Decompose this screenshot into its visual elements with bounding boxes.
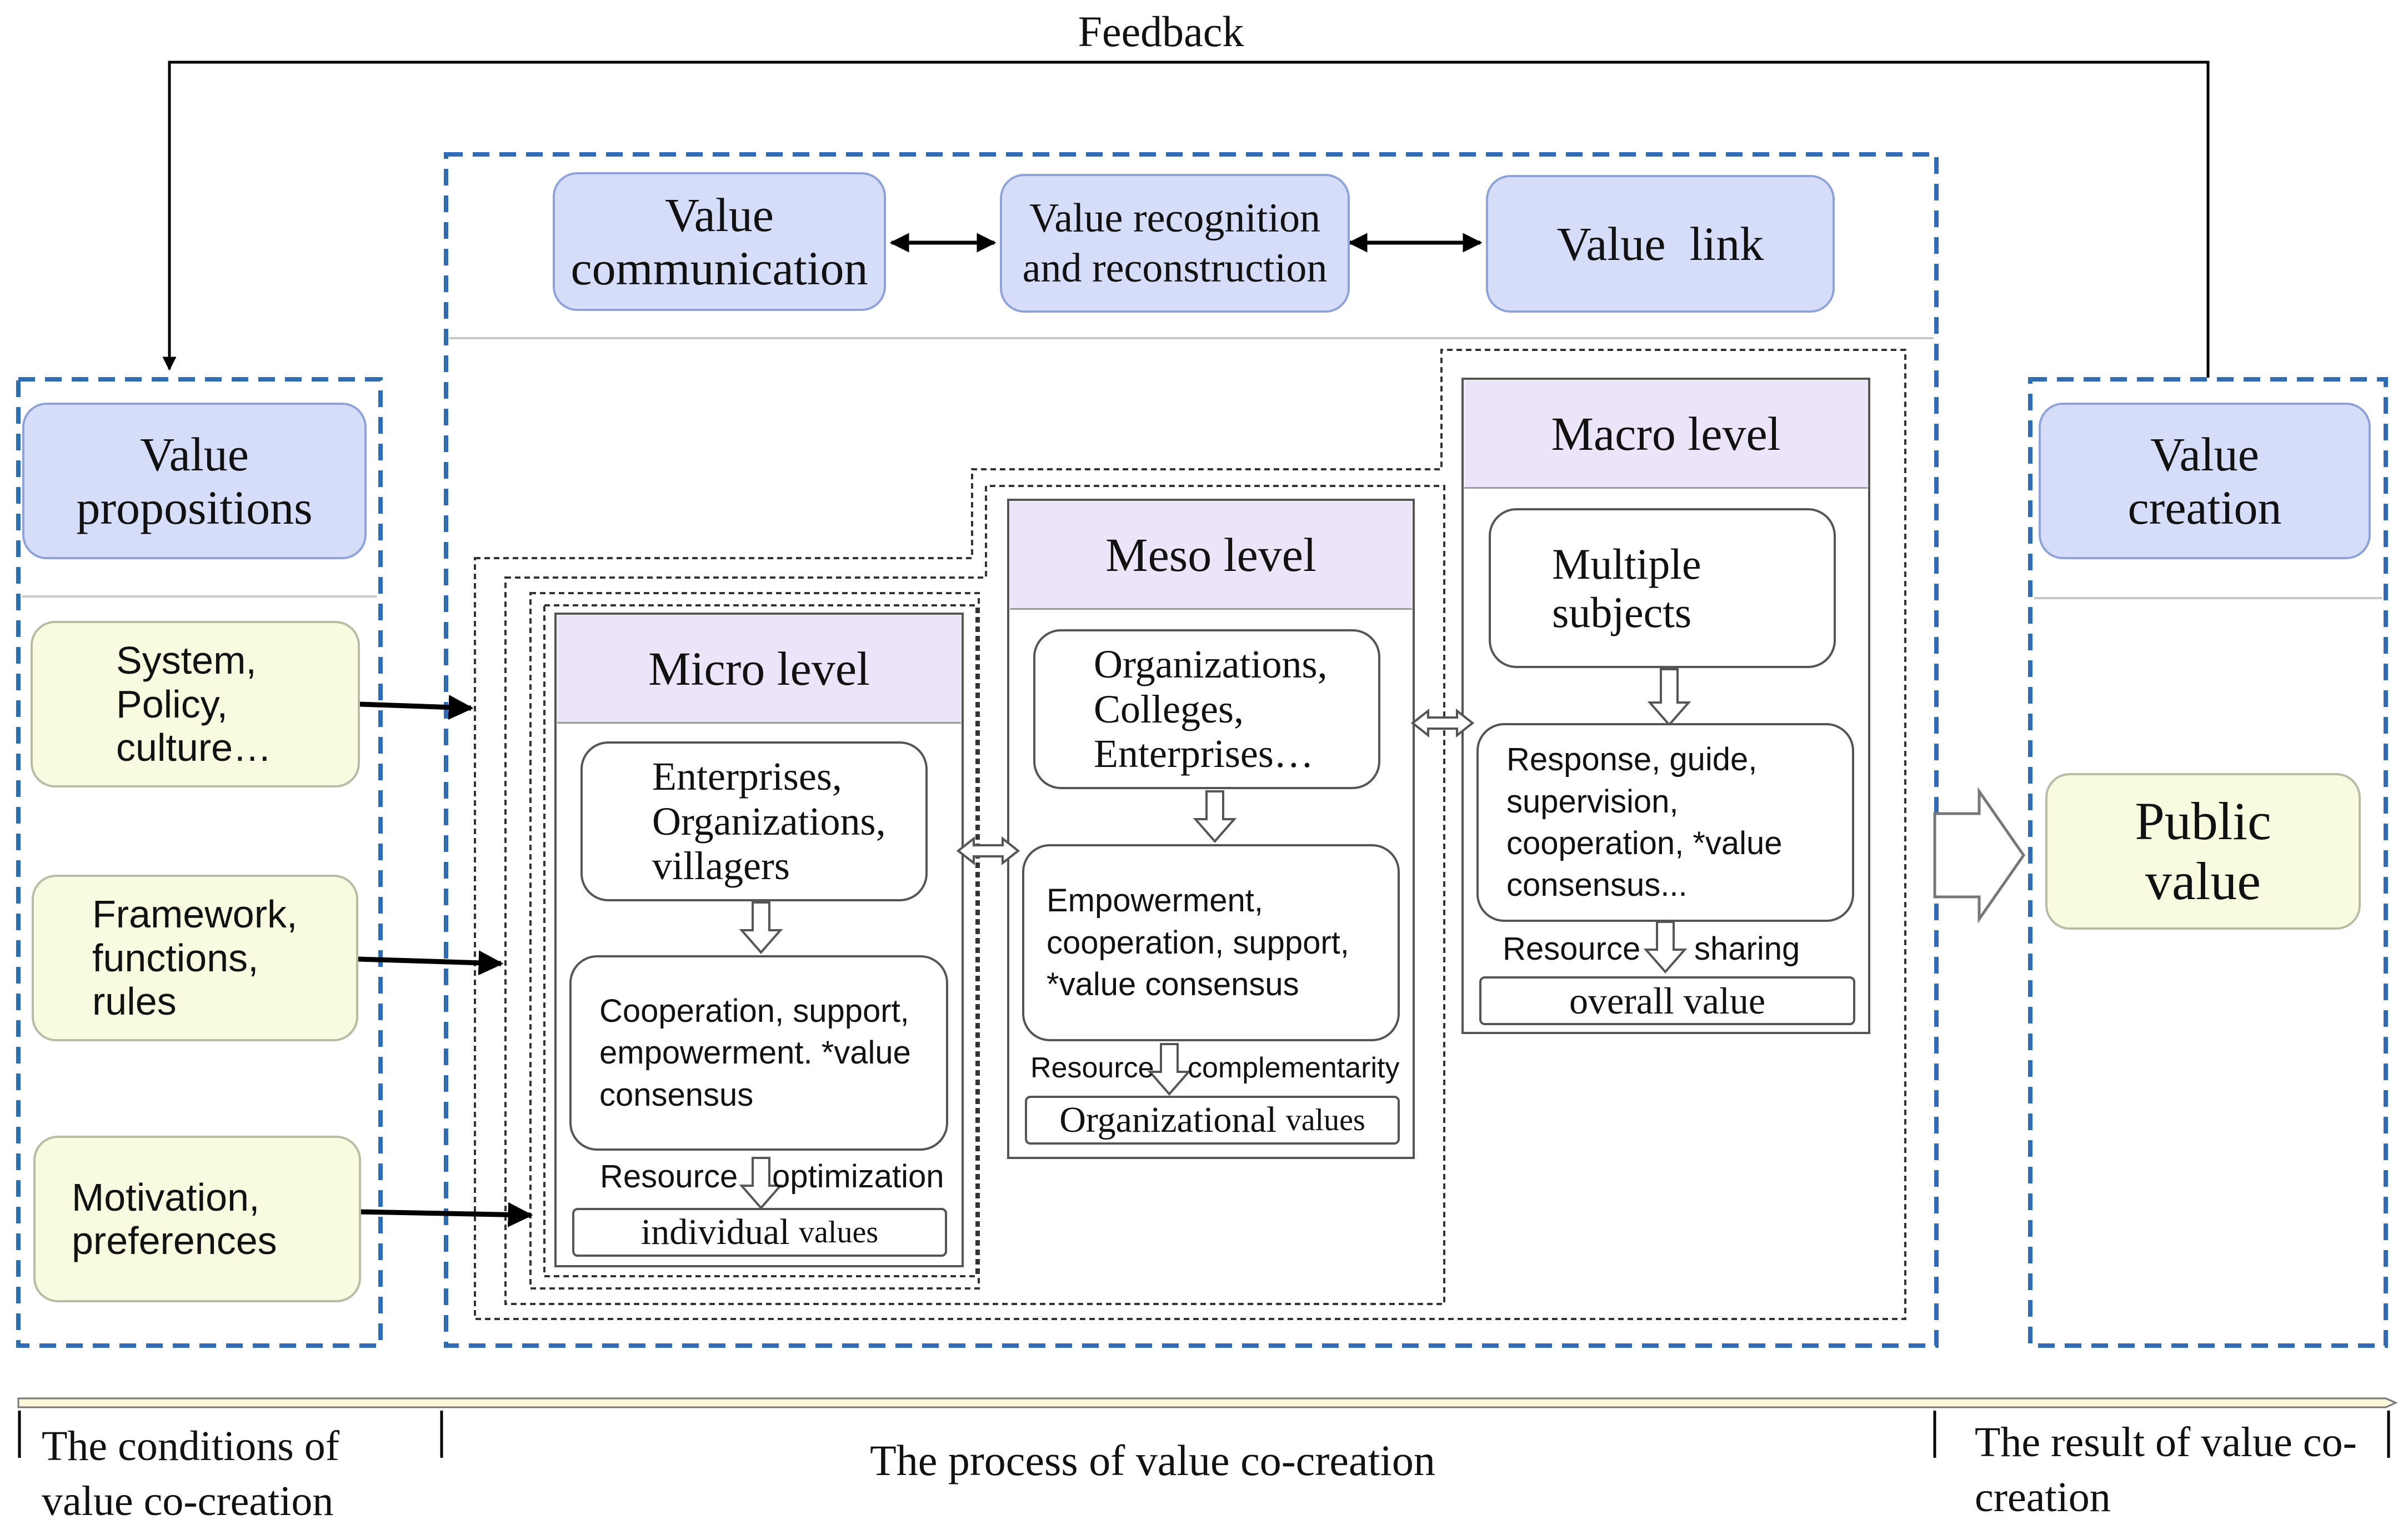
macro-subjects-box: Multiple subjects bbox=[1489, 508, 1836, 668]
process-panel-border bbox=[444, 152, 1939, 1348]
conditions-separator bbox=[22, 595, 377, 598]
feedback-loop bbox=[162, 61, 2210, 378]
timeline-process-label: The process of value co-creation bbox=[870, 1436, 1435, 1484]
arrow-framework-to-process bbox=[358, 950, 504, 976]
arrow-system-to-process bbox=[359, 695, 474, 720]
hollow-down-arrow-macro-2 bbox=[1643, 921, 1688, 974]
micro-scope-border-inner bbox=[543, 604, 978, 1277]
hollow-down-arrow-micro-2 bbox=[739, 1157, 783, 1210]
micro-resource-label: Resource bbox=[600, 1158, 738, 1195]
value-recognition-box: Value recognition and reconstruction bbox=[1000, 174, 1350, 313]
macro-actions-box: Response, guide, supervision, cooperatio… bbox=[1476, 723, 1854, 922]
micro-subjects-box: Enterprises, Organizations, villagers bbox=[580, 741, 928, 901]
meso-values-box: Organizational values bbox=[1025, 1096, 1400, 1145]
hollow-down-arrow-meso-2 bbox=[1147, 1043, 1192, 1096]
value-creation-box: Value creation bbox=[2039, 403, 2371, 559]
micro-optimization-label: optimization bbox=[772, 1158, 944, 1195]
meso-actions-box: Empowerment, cooperation, support, *valu… bbox=[1022, 844, 1400, 1041]
macro-frame bbox=[1461, 378, 1870, 1034]
meso-frame bbox=[1007, 499, 1415, 1159]
value-propositions-box: Value propositions bbox=[22, 403, 367, 559]
macro-level-title: Macro level bbox=[1464, 380, 1868, 489]
condition-framework-functions-rules: Framework, functions, rules bbox=[32, 875, 358, 1041]
macro-sharing-label: sharing bbox=[1694, 931, 1800, 967]
value-communication-box: Value communication bbox=[553, 172, 886, 311]
big-hollow-arrow-to-result bbox=[1933, 787, 2026, 924]
meso-subjects-box: Organizations, Colleges, Enterprises… bbox=[1033, 629, 1380, 789]
timeline-arrow bbox=[17, 1397, 2398, 1458]
hollow-double-arrow-meso-macro bbox=[1410, 708, 1475, 738]
arrow-motivation-to-micro bbox=[359, 1202, 533, 1227]
condition-motivation-preferences: Motivation, preferences bbox=[33, 1136, 361, 1302]
hollow-down-arrow-micro-1 bbox=[739, 901, 783, 955]
hollow-down-arrow-meso-1 bbox=[1193, 790, 1237, 844]
public-value-box: Public value bbox=[2045, 773, 2361, 930]
meso-resource-label: Resource bbox=[1030, 1052, 1154, 1084]
value-link-box: Value link bbox=[1486, 175, 1835, 313]
meso-value-suffix: values bbox=[1285, 1102, 1365, 1137]
timeline-conditions-label: The conditions of value co-creation bbox=[42, 1423, 340, 1524]
micro-frame bbox=[554, 613, 964, 1267]
hollow-down-arrow-macro-1 bbox=[1647, 668, 1691, 727]
feedback-label: Feedback bbox=[1078, 7, 1244, 56]
macro-resource-label: Resource bbox=[1503, 931, 1641, 967]
micro-values-box: individual values bbox=[572, 1208, 947, 1257]
result-panel-border bbox=[2028, 377, 2388, 1348]
meso-complementarity-label: complementarity bbox=[1188, 1052, 1400, 1084]
condition-system-policy-culture: System, Policy, culture… bbox=[31, 621, 360, 787]
micro-value-main: individual bbox=[640, 1212, 790, 1253]
micro-value-suffix: values bbox=[799, 1215, 879, 1250]
result-separator bbox=[2034, 597, 2382, 599]
micro-scope-border-outer bbox=[529, 592, 980, 1290]
meso-level-title: Meso level bbox=[1010, 501, 1412, 610]
timeline-result-label: The result of value co-creation bbox=[1975, 1419, 2357, 1521]
meso-scope-border bbox=[504, 485, 1445, 1305]
micro-level-title: Micro level bbox=[557, 615, 961, 724]
hollow-double-arrow-micro-meso bbox=[956, 836, 1020, 866]
macro-scope-border bbox=[474, 349, 1906, 1320]
micro-actions-box: Cooperation, support, empowerment. *valu… bbox=[569, 955, 948, 1151]
macro-values-box: overall value bbox=[1479, 976, 1855, 1025]
meso-value-main: Organizational bbox=[1059, 1100, 1277, 1141]
conditions-panel-border bbox=[16, 377, 383, 1348]
process-top-separator bbox=[449, 337, 1934, 339]
